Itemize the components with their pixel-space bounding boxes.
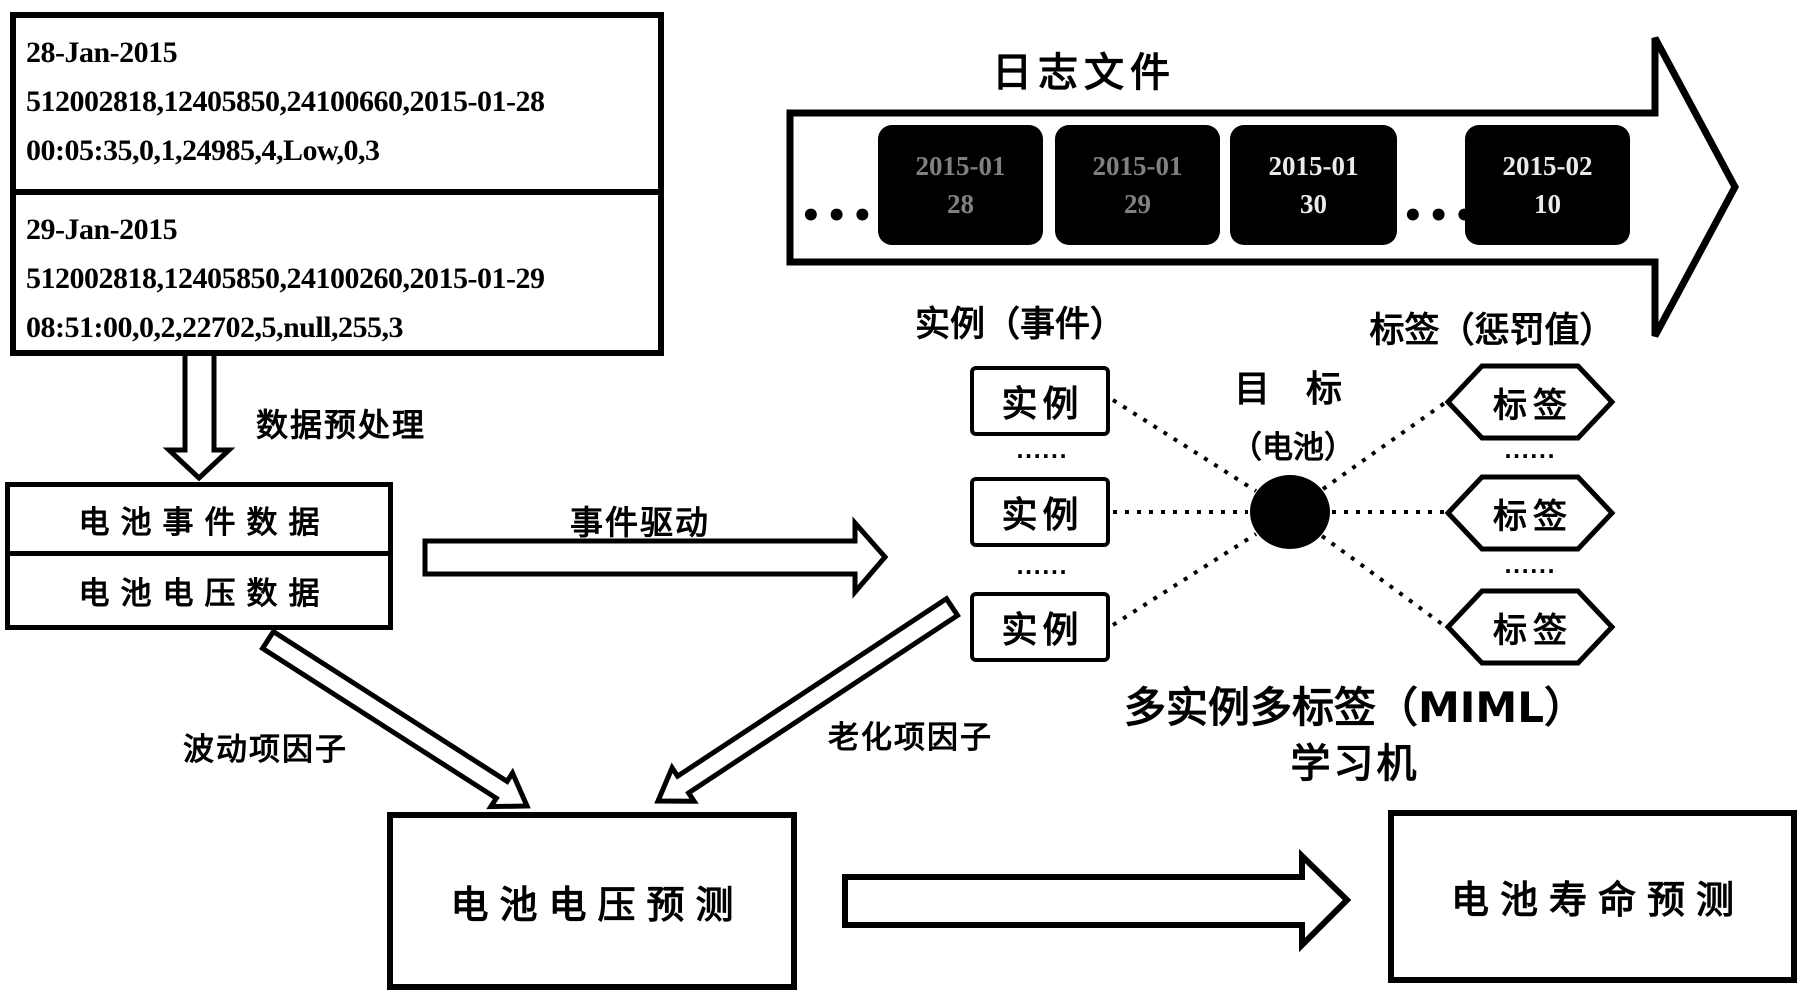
log-file-3-day: 30: [1300, 189, 1327, 219]
dotted-link-label3: [1320, 534, 1448, 629]
fluctuation-factor-arrow: [259, 628, 531, 810]
voltage-prediction-box: 电池电压预测: [387, 812, 797, 990]
labels-ellipsis-1: ······: [1504, 444, 1556, 468]
event-driven-label: 事件驱动: [570, 503, 710, 542]
battery-data-box: 电池事件数据 电池电压数据: [5, 482, 393, 630]
target-title: 目 标: [1233, 369, 1342, 410]
life-prediction-box: 电池寿命预测: [1388, 810, 1797, 983]
preprocess-label: 数据预处理: [255, 406, 426, 444]
aging-factor-arrow: [654, 595, 961, 804]
log-sample-box: 28-Jan-2015 512002818,12405850,24100660,…: [10, 12, 664, 356]
log-record-2: 29-Jan-2015 512002818,12405850,24100260,…: [16, 195, 658, 366]
battery-voltage-data-row: 电池电压数据: [78, 576, 331, 612]
log-file-box-4: 2015-02 10: [1465, 125, 1630, 245]
log-record-1-line2: 00:05:35,0,1,24985,4,Low,0,3: [26, 134, 380, 167]
target-node-circle: [1250, 475, 1330, 549]
miml-machine-line1: 多实例多标签（MIML）: [1124, 683, 1586, 732]
log-file-1-day: 28: [947, 189, 974, 219]
log-file-box-1: 2015-01 28: [878, 125, 1043, 245]
labels-ellipsis-2: ······: [1504, 559, 1556, 583]
target-subtitle: （电池）: [1231, 430, 1355, 466]
timeline-ellipsis-left: •••: [800, 196, 878, 236]
aging-factor-label: 老化项因子: [828, 720, 993, 756]
log-record-2-line1: 512002818,12405850,24100260,2015-01-29: [26, 262, 545, 295]
battery-event-data-row: 电池事件数据: [10, 487, 388, 556]
log-file-4-month: 2015-02: [1502, 151, 1593, 181]
labels-title: 标签（惩罚值）: [1369, 311, 1615, 351]
log-record-2-date: 29-Jan-2015: [26, 213, 178, 246]
log-file-2-month: 2015-01: [1092, 151, 1183, 181]
instances-ellipsis-1: ······: [1016, 444, 1068, 468]
log-file-2-day: 29: [1124, 189, 1151, 219]
voltage-to-life-arrow: [842, 848, 1352, 953]
fluctuation-factor-label: 波动项因子: [183, 732, 348, 768]
log-record-1-date: 28-Jan-2015: [26, 36, 178, 69]
miml-machine-line2: 学习机: [1290, 741, 1420, 787]
timeline-ellipsis-right: •••: [1402, 196, 1480, 236]
log-file-1-month: 2015-01: [915, 151, 1006, 181]
log-record-1: 28-Jan-2015 512002818,12405850,24100660,…: [16, 18, 658, 195]
log-record-1-line1: 512002818,12405850,24100660,2015-01-28: [26, 85, 545, 118]
preprocess-arrow: [162, 349, 236, 482]
log-file-box-3: 2015-01 30: [1230, 125, 1397, 245]
log-file-4-day: 10: [1534, 189, 1561, 219]
instances-ellipsis-2: ······: [1016, 560, 1068, 584]
log-file-3-month: 2015-01: [1268, 151, 1359, 181]
instance-box-3: 实例: [970, 592, 1110, 662]
label-hexagon-1-text: 标签: [1493, 385, 1573, 426]
label-hexagon-2-text: 标签: [1493, 496, 1573, 537]
instance-box-1: 实例: [970, 366, 1110, 436]
miml-machine-caption: 多实例多标签（MIML） 学习机: [1105, 680, 1605, 792]
log-file-box-2: 2015-01 29: [1055, 125, 1220, 245]
log-files-title: 日志文件: [992, 50, 1176, 96]
instance-box-2: 实例: [970, 477, 1110, 547]
instances-title: 实例（事件）: [914, 305, 1125, 345]
label-hexagon-3-text: 标签: [1493, 610, 1573, 651]
dotted-link-instance3: [1111, 532, 1258, 627]
log-record-2-line2: 08:51:00,0,2,22702,5,null,255,3: [26, 311, 404, 344]
